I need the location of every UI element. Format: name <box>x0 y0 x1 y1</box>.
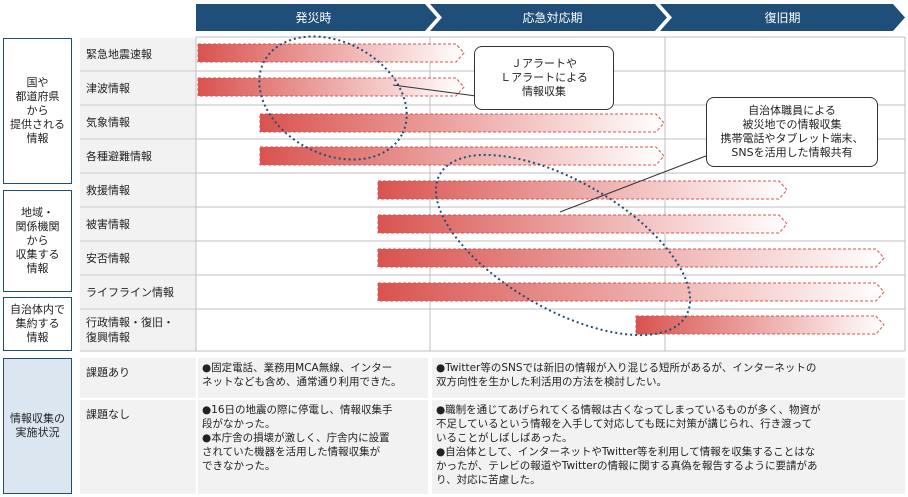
status-label-no-issue: 課題なし <box>80 400 196 494</box>
status-noissue-early-text-2: ●本庁舎の損壊が激しく、庁舎内に設置 されていた機器を活用した情報収集が できな… <box>202 432 390 472</box>
bar-evacuation <box>259 146 665 166</box>
connector-alert <box>392 84 477 97</box>
callout-alert-line-1: Ｊアラートや <box>511 57 577 70</box>
phase-header <box>196 4 905 31</box>
status-issue-late: ●Twitter等のSNSでは新旧の情報が入り混じる短所があるが、インターネット… <box>432 358 905 398</box>
row-label-evacuation: 各種避難情報 <box>80 140 196 172</box>
callout-staff-line-2: 被災地での情報収集 <box>742 118 842 131</box>
callout-alert: Ｊアラートや Ｌアラートによる 情報収集 <box>474 46 614 110</box>
status-issue-early-text: ●固定電話、業務用MCA無線、インター ネットなども含め、通常通り利用できた。 <box>202 362 402 388</box>
callout-staff-line-3: 携帯電話やタブレット端末、 <box>720 132 864 145</box>
row-label-tsunami: 津波情報 <box>80 72 196 104</box>
callout-staff: 自治体職員による 被災地での情報収集 携帯電話やタブレット端末、 SNSを活用し… <box>706 97 878 167</box>
ellipse-alert <box>258 35 408 161</box>
status-noissue-early: ●16日の地震の際に停電し、情報収集手 段がなかった。 ●本庁舎の損壊が激しく、… <box>198 400 428 494</box>
phase-arrow-1 <box>196 4 437 31</box>
status-noissue-late: ●職制を通じてあげられてくる情報は古くなってしまっているものが多く、物資が 不足… <box>432 400 905 494</box>
phase-label-1: 発災時 <box>295 11 332 25</box>
status-noissue-early-text-1: ●16日の地震の際に停電し、情報収集手 段がなかった。 <box>202 404 393 430</box>
category-regional: 地域・ 関係機関 から 収集する 情報 <box>3 190 72 292</box>
row-label-weather: 気象情報 <box>80 106 196 138</box>
row-label-safety: 安否情報 <box>80 242 196 274</box>
status-issue-late-text: ●Twitter等のSNSでは新旧の情報が入り混じる短所があるが、インターネット… <box>436 362 817 388</box>
bar-admin <box>635 315 885 335</box>
bar-safety <box>377 248 885 268</box>
status-noissue-late-text-2: ●自治体として、インターネットやTwitter等を利用して情報を収集することはな… <box>436 446 818 486</box>
status-noissue-late-text-1: ●職制を通じてあげられてくる情報は古くなってしまっているものが多く、物資が 不足… <box>436 404 821 444</box>
phase-arrow-3 <box>660 4 905 31</box>
row-label-rescue: 救援情報 <box>80 174 196 206</box>
row-label-damage: 被害情報 <box>80 208 196 240</box>
row-label-eew: 緊急地震速報 <box>80 38 196 70</box>
bar-lifeline <box>377 282 885 302</box>
bar-eew <box>197 43 465 63</box>
bar-tsunami <box>197 77 465 97</box>
callout-staff-line-4: SNSを活用した情報共有 <box>731 146 853 159</box>
category-status: 情報収集の 実施状況 <box>3 358 72 494</box>
bar-damage <box>377 214 788 234</box>
ellipse-staff <box>434 153 692 337</box>
timeline-bars <box>197 43 885 335</box>
phase-arrow-2 <box>430 4 667 31</box>
category-government: 国や 都道府県 から 提供される 情報 <box>3 38 72 184</box>
status-issue-early: ●固定電話、業務用MCA無線、インター ネットなども含め、通常通り利用できた。 <box>198 358 428 398</box>
category-internal: 自治体内で 集約する 情報 <box>3 297 72 351</box>
row-label-lifeline: ライフライン情報 <box>80 276 196 308</box>
bar-rescue <box>377 180 788 200</box>
bar-weather <box>259 113 665 133</box>
callout-alert-line-2: Ｌアラートによる <box>500 71 588 84</box>
phase-label-2: 応急対応期 <box>522 11 583 25</box>
phase-label-3: 復旧期 <box>764 11 801 25</box>
status-label-issue: 課題あり <box>80 358 196 398</box>
row-label-admin: 行政情報・復旧・ 復興情報 <box>80 310 196 350</box>
callout-staff-line-1: 自治体職員による <box>748 104 836 117</box>
callout-alert-line-3: 情報収集 <box>522 85 566 98</box>
connector-staff <box>559 145 733 213</box>
